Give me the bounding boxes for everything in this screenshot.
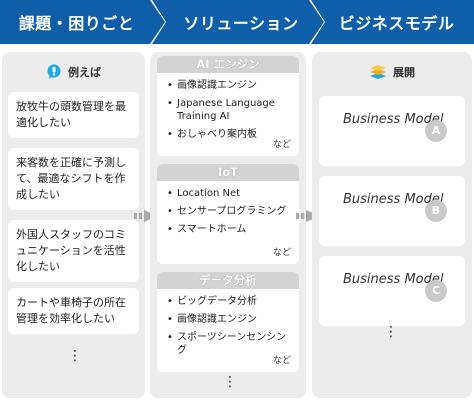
solution-group-data-title: データ分析 (157, 272, 299, 289)
business-heading-label: 展開 (393, 66, 415, 79)
solution-group-ai: AI エンジン 画像認識エンジン Japanese Language Train… (157, 56, 299, 156)
business-model-a: Business Model A (319, 96, 465, 166)
business-model-text: Business Model (343, 192, 444, 207)
solution-item: Location Net (167, 187, 295, 200)
solution-item: スポーツシーンセンシング (167, 331, 295, 357)
business-model-badge: C (425, 280, 447, 302)
problem-card-2: 来客数を正確に予測して、最適なシフトを作成したい (8, 148, 139, 210)
solution-item: 画像認識エンジン (167, 313, 295, 326)
etc-label: など (272, 356, 291, 366)
solution-group-iot: IoT Location Net センサープログラミング スマートホーム など (157, 164, 299, 264)
problems-heading-label: 例えば (68, 66, 101, 79)
header-solutions-label: ソリューション (183, 14, 299, 33)
header-business-label: ビジネスモデル (338, 14, 455, 33)
solution-item: Japanese Language Training AI (167, 97, 295, 123)
problems-panel: 例えば 放牧牛の頭数管理を最適化したい 来客数を正確に予測して、最適なシフトを作… (2, 52, 145, 398)
business-panel: 展開 Business Model A Business Model B Bus… (312, 52, 472, 398)
speech-bubble-icon (47, 64, 61, 79)
problem-card-4: カートや車椅子の所在管理を効率化したい (8, 288, 139, 334)
business-heading: 展開 (312, 64, 472, 80)
header-solutions: ソリューション (152, 0, 324, 44)
solution-group-iot-title: IoT (157, 164, 299, 181)
problem-card-3: 外国人スタッフのコミュニケーションを活性化したい (8, 220, 139, 282)
business-model-badge: B (425, 200, 447, 222)
header-problems: 課題・困りごと (0, 0, 165, 44)
solution-group-data: データ分析 ビッグデータ分析 画像認識エンジン スポーツシーンセンシング など (157, 272, 299, 372)
solution-item: センサープログラミング (167, 205, 295, 218)
solution-item: スマートホーム (167, 223, 295, 236)
problem-text-4: カートや車椅子の所在管理を効率化したい (16, 296, 126, 325)
etc-label: など (272, 248, 291, 258)
solution-item: ビッグデータ分析 (167, 295, 295, 308)
problems-heading: 例えば (2, 64, 145, 80)
problem-text-3: 外国人スタッフのコミュニケーションを活性化したい (16, 228, 126, 273)
etc-label: など (272, 140, 291, 150)
header-problems-label: 課題・困りごと (18, 14, 135, 33)
business-model-text: Business Model (343, 112, 444, 127)
business-model-text: Business Model (343, 272, 444, 287)
layers-icon (370, 65, 386, 79)
business-model-c: Business Model C (319, 256, 465, 326)
solution-group-ai-title: AI エンジン (157, 56, 299, 73)
solution-item: おしゃべり案内板 (167, 128, 295, 141)
business-more-dots: ⋮ (384, 324, 398, 340)
solutions-panel: AI エンジン 画像認識エンジン Japanese Language Train… (150, 52, 306, 398)
problem-text-2: 来客数を正確に予測して、最適なシフトを作成したい (16, 156, 126, 201)
problem-text-1: 放牧牛の頭数管理を最適化したい (16, 100, 126, 129)
solution-item: 画像認識エンジン (167, 79, 295, 92)
problem-card-1: 放牧牛の頭数管理を最適化したい (8, 92, 139, 138)
business-model-b: Business Model B (319, 176, 465, 246)
solutions-more-dots: ⋮ (223, 374, 237, 390)
header-business: ビジネスモデル (311, 0, 474, 44)
business-model-badge: A (425, 120, 447, 142)
problems-more-dots: ⋮ (68, 348, 82, 364)
